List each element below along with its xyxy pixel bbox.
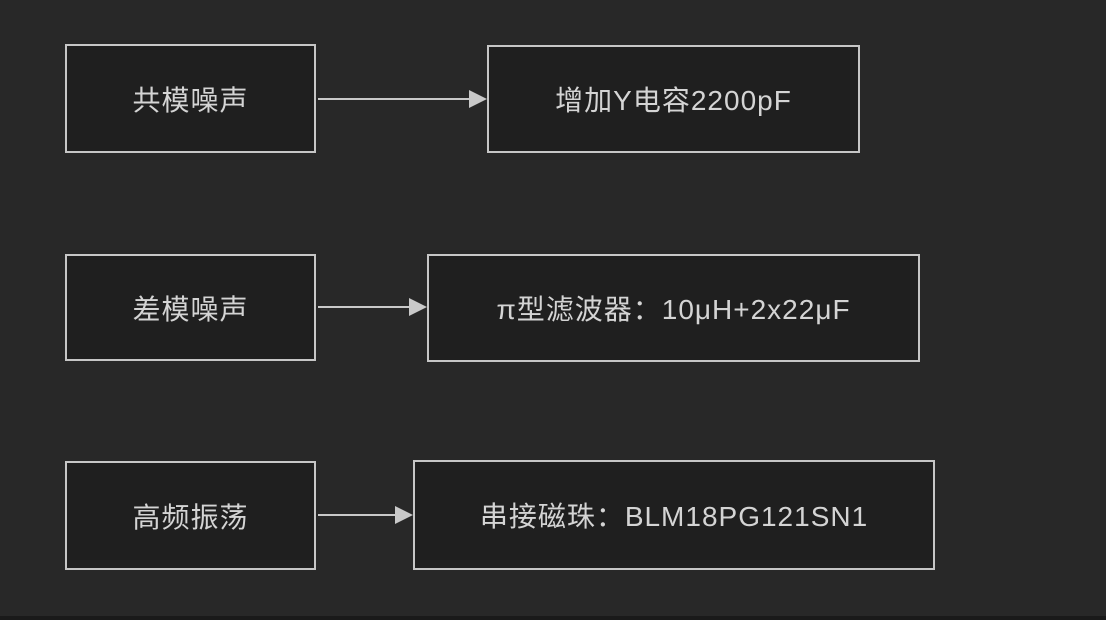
- arrow-right-icon: [318, 506, 413, 524]
- node-y-capacitor-solution: 增加Y电容2200pF: [487, 45, 860, 153]
- arrow-head: [395, 506, 413, 524]
- node-differential-mode-noise: 差模噪声: [65, 254, 316, 361]
- node-label: 高频振荡: [132, 501, 249, 533]
- node-ferrite-bead-solution: 串接磁珠：BLM18PG121SN1: [413, 460, 935, 570]
- node-label: 差模噪声: [132, 293, 249, 325]
- arrow-shaft: [318, 98, 471, 100]
- arrow-shaft: [318, 514, 397, 516]
- node-label: 串接磁珠：BLM18PG121SN1: [479, 501, 869, 532]
- node-common-mode-noise: 共模噪声: [65, 44, 316, 153]
- node-label: π型滤波器：10μH+2x22μF: [496, 294, 851, 325]
- node-high-frequency-oscillation: 高频振荡: [65, 461, 316, 570]
- arrow-right-icon: [318, 298, 427, 316]
- arrow-shaft: [318, 306, 411, 308]
- node-label: 共模噪声: [132, 84, 249, 116]
- node-pi-filter-solution: π型滤波器：10μH+2x22μF: [427, 254, 920, 362]
- arrow-right-icon: [318, 90, 487, 108]
- bottom-edge-strip: [0, 616, 1106, 620]
- arrow-head: [409, 298, 427, 316]
- node-label: 增加Y电容2200pF: [555, 85, 792, 116]
- arrow-head: [469, 90, 487, 108]
